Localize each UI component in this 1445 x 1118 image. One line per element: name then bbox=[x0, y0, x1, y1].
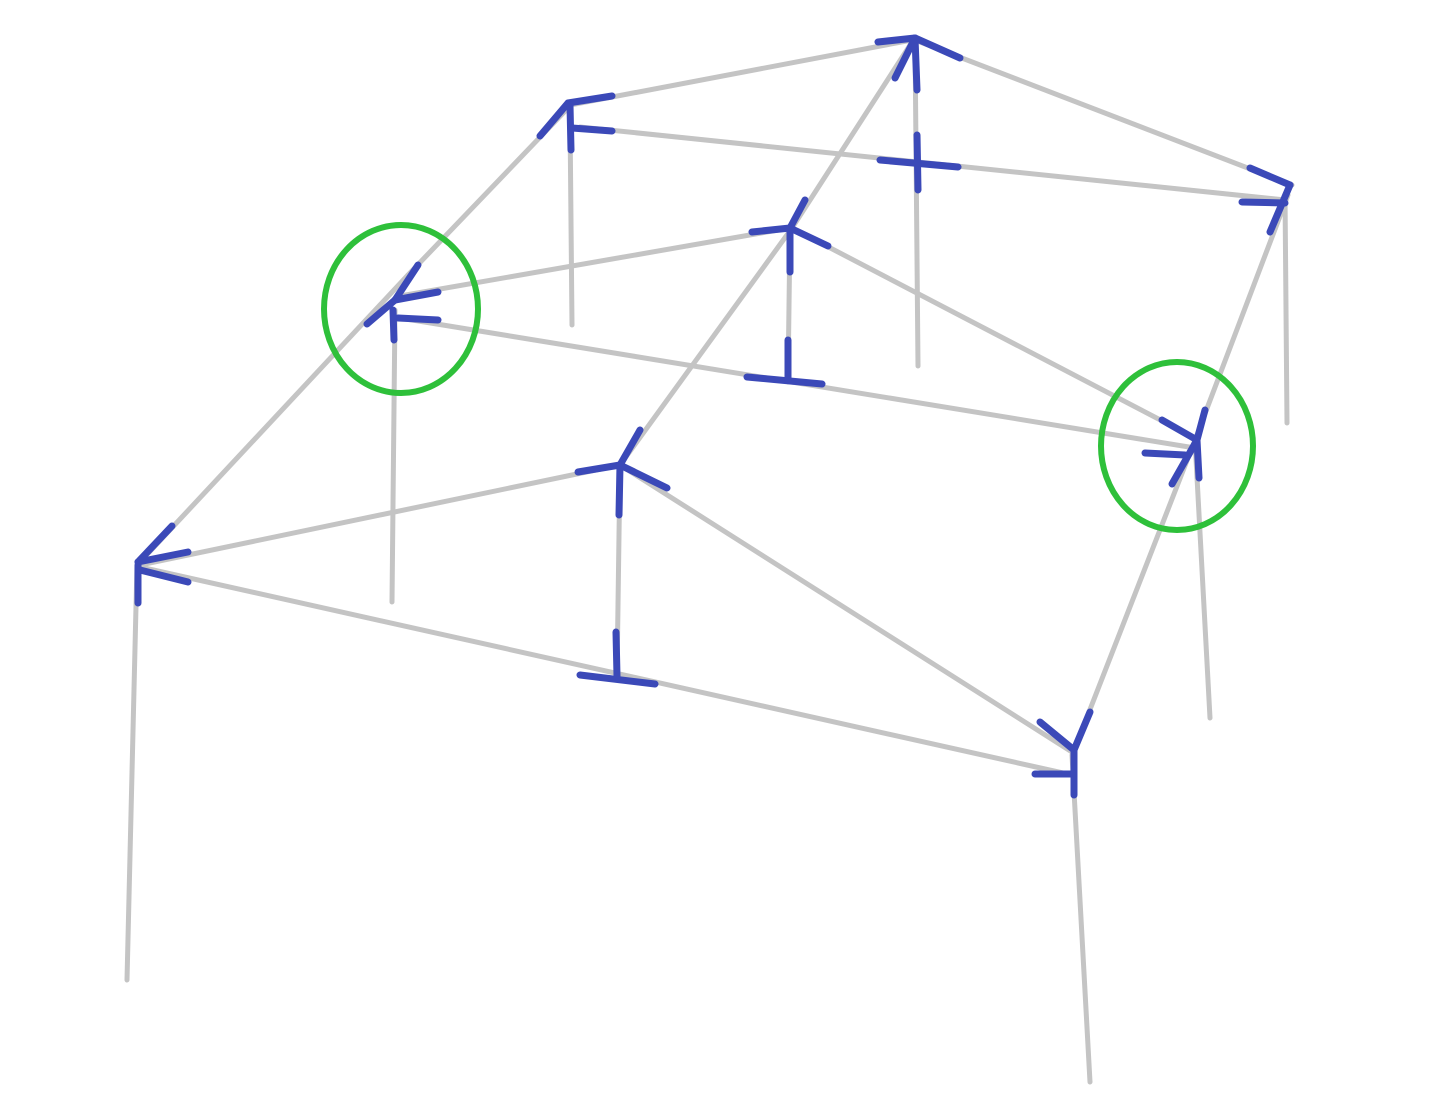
pole-back-left-to-peak bbox=[567, 37, 915, 108]
highlights-group bbox=[321, 222, 1256, 533]
highlight-mid-right-circle bbox=[1098, 359, 1256, 533]
pole-mid-center-to-right bbox=[789, 225, 1198, 441]
pole-eave-right-back bbox=[1192, 192, 1291, 443]
mid-center-connector-icon bbox=[748, 196, 832, 276]
pole-mid-left-to-center bbox=[397, 225, 793, 299]
connectors-group bbox=[134, 34, 1294, 799]
pole-eave-left-front bbox=[137, 272, 411, 565]
pole-peak-to-back-right bbox=[912, 37, 1295, 188]
front-tee-connector-icon bbox=[576, 628, 659, 688]
pole-leg-front-left bbox=[124, 562, 140, 983]
peak-connector-icon bbox=[874, 34, 964, 94]
pole-leg-back-right bbox=[1282, 192, 1290, 426]
front-center-connector-icon bbox=[574, 426, 671, 519]
mid-tee-connector-icon bbox=[743, 336, 826, 388]
pole-leg-mid-left bbox=[389, 307, 398, 605]
pole-ridge-back bbox=[789, 39, 915, 231]
back-right-connector-icon bbox=[1238, 164, 1294, 236]
pole-leg-mid-right bbox=[1192, 437, 1213, 721]
pole-back-center-vertical bbox=[912, 37, 921, 369]
poles-group bbox=[124, 37, 1295, 1085]
mid-right-connector-icon bbox=[1141, 406, 1209, 488]
pole-eave-right-front bbox=[1072, 437, 1198, 751]
back-left-connector-icon bbox=[536, 92, 616, 154]
pole-front-purlin bbox=[137, 564, 1075, 778]
highlight-mid-left-circle bbox=[321, 222, 481, 396]
pole-front-left-to-center bbox=[137, 462, 623, 568]
mid-left-connector-icon bbox=[363, 261, 442, 344]
pole-leg-front-right bbox=[1069, 752, 1093, 1085]
front-right-connector-icon bbox=[1031, 708, 1094, 799]
front-left-connector-icon bbox=[134, 522, 192, 607]
mid-cross-connector-icon bbox=[876, 131, 962, 194]
pole-front-center-to-right bbox=[617, 462, 1075, 755]
pole-ridge-front bbox=[617, 225, 795, 468]
